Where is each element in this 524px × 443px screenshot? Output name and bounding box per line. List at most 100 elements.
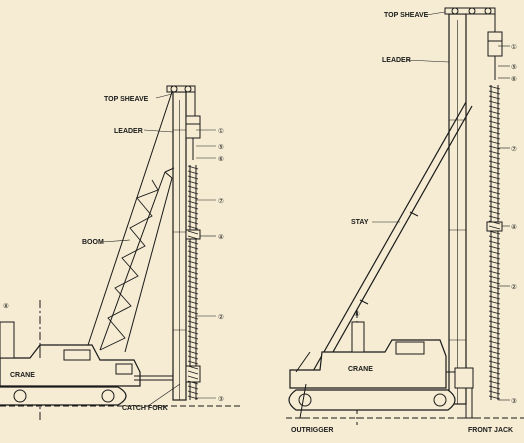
right-auger-flight: [488, 85, 501, 90]
right-callout-4: ④: [511, 223, 517, 231]
right-auger-flight: [488, 130, 501, 135]
right-auger-flight: [488, 375, 501, 380]
left-auger-flight: [187, 290, 199, 295]
left-auger-flight: [187, 240, 199, 245]
right-auger-flight: [488, 200, 501, 205]
right-auger-flight: [488, 385, 501, 390]
right-outrigger: [296, 383, 307, 419]
right-callout-3: ③: [511, 397, 517, 405]
left-auger-flight: [187, 280, 199, 285]
left-auger-flight: [187, 365, 199, 370]
left-auger-flight: [187, 340, 199, 345]
left-auger-flight: [187, 200, 199, 205]
left-auger-flight: [187, 195, 199, 200]
right-auger-flight: [488, 365, 501, 370]
left-auger-flight: [187, 350, 199, 355]
left-auger-flight: [187, 245, 199, 250]
left-auger-flight: [187, 310, 199, 315]
left-top-sheave: [166, 85, 196, 118]
left-auger-flight: [187, 335, 199, 340]
left-auger-flight: [187, 330, 199, 335]
right-rig: [286, 7, 524, 425]
right-auger-flight: [488, 260, 501, 265]
right-auger-flight: [488, 205, 501, 210]
left-rig: [0, 85, 240, 420]
right-auger-flight: [488, 210, 501, 215]
left-auger-flight: [187, 165, 199, 170]
left-crane-body: [0, 321, 173, 387]
right-top-sheave: [444, 7, 496, 400]
right-auger-flight: [488, 165, 501, 170]
left-auger-flight: [187, 355, 199, 360]
left-leader: [172, 91, 187, 401]
right-pointers: [372, 11, 510, 401]
right-auger-flight: [488, 150, 501, 155]
left-auger-flight: [187, 320, 199, 325]
left-auger-flight: [187, 395, 199, 400]
right-top-sheave-label: TOP SHEAVE: [384, 12, 429, 19]
right-auger-flight: [488, 90, 501, 95]
left-callout-2: ②: [218, 313, 224, 321]
left-crawler: [0, 386, 127, 406]
right-auger-flight: [488, 225, 501, 230]
right-auger-flight: [488, 195, 501, 200]
right-motor: [487, 31, 503, 80]
right-auger-flight: [488, 280, 501, 285]
left-auger-flight: [187, 380, 199, 385]
left-leader-label: LEADER: [114, 128, 143, 135]
left-callout-6: ⑥: [218, 155, 224, 163]
left-boom: [99, 167, 175, 353]
right-auger-flight: [488, 170, 501, 175]
right-auger-flight: [488, 325, 501, 330]
right-auger-flight: [488, 390, 501, 395]
right-auger-flight: [488, 180, 501, 185]
right-auger-flight: [488, 250, 501, 255]
left-catch-fork-label: CATCH FORK: [122, 405, 168, 412]
right-callout-8: ⑧: [354, 310, 360, 318]
right-auger-flight: [488, 255, 501, 260]
right-auger-flight: [488, 335, 501, 340]
right-callout-6: ⑥: [511, 75, 517, 83]
auger-helix-strokes: [187, 85, 501, 400]
right-auger-flight: [488, 110, 501, 115]
left-auger-flight: [187, 225, 199, 230]
right-crawler: [288, 389, 456, 411]
left-auger-flight: [187, 215, 199, 220]
left-auger-flight: [187, 390, 199, 395]
left-auger-flight: [187, 190, 199, 195]
left-backstay: [87, 91, 173, 346]
left-callout-4: ④: [218, 233, 224, 241]
left-crane-label: CRANE: [10, 372, 35, 379]
right-auger-flight: [488, 135, 501, 140]
right-crane-label: CRANE: [348, 366, 373, 373]
left-auger-flight: [187, 205, 199, 210]
left-auger-flight: [187, 185, 199, 190]
left-auger-flight: [187, 385, 199, 390]
right-auger-flight: [488, 300, 501, 305]
right-auger-flight: [488, 305, 501, 310]
right-auger-flight: [488, 355, 501, 360]
right-stay: [307, 101, 473, 383]
right-auger-flight: [488, 295, 501, 300]
left-auger-flight: [187, 325, 199, 330]
right-auger-flight: [488, 395, 501, 400]
right-callout-5: ⑤: [511, 63, 517, 71]
left-auger-flight: [187, 210, 199, 215]
left-auger-flight: [187, 230, 199, 235]
left-auger-flight: [187, 360, 199, 365]
right-auger-flight: [488, 315, 501, 320]
right-auger-flight: [488, 320, 501, 325]
right-auger-flight: [488, 270, 501, 275]
right-auger-flight: [488, 235, 501, 240]
right-front-jack-label: FRONT JACK: [468, 427, 513, 434]
right-auger-flight: [488, 230, 501, 235]
right-auger-flight: [488, 360, 501, 365]
right-auger-flight: [488, 95, 501, 100]
right-auger-flight: [488, 380, 501, 385]
right-auger-flight: [488, 140, 501, 145]
left-auger-flight: [187, 375, 199, 380]
right-crane-body: [289, 321, 474, 389]
left-catch-fork-block: [185, 365, 201, 383]
